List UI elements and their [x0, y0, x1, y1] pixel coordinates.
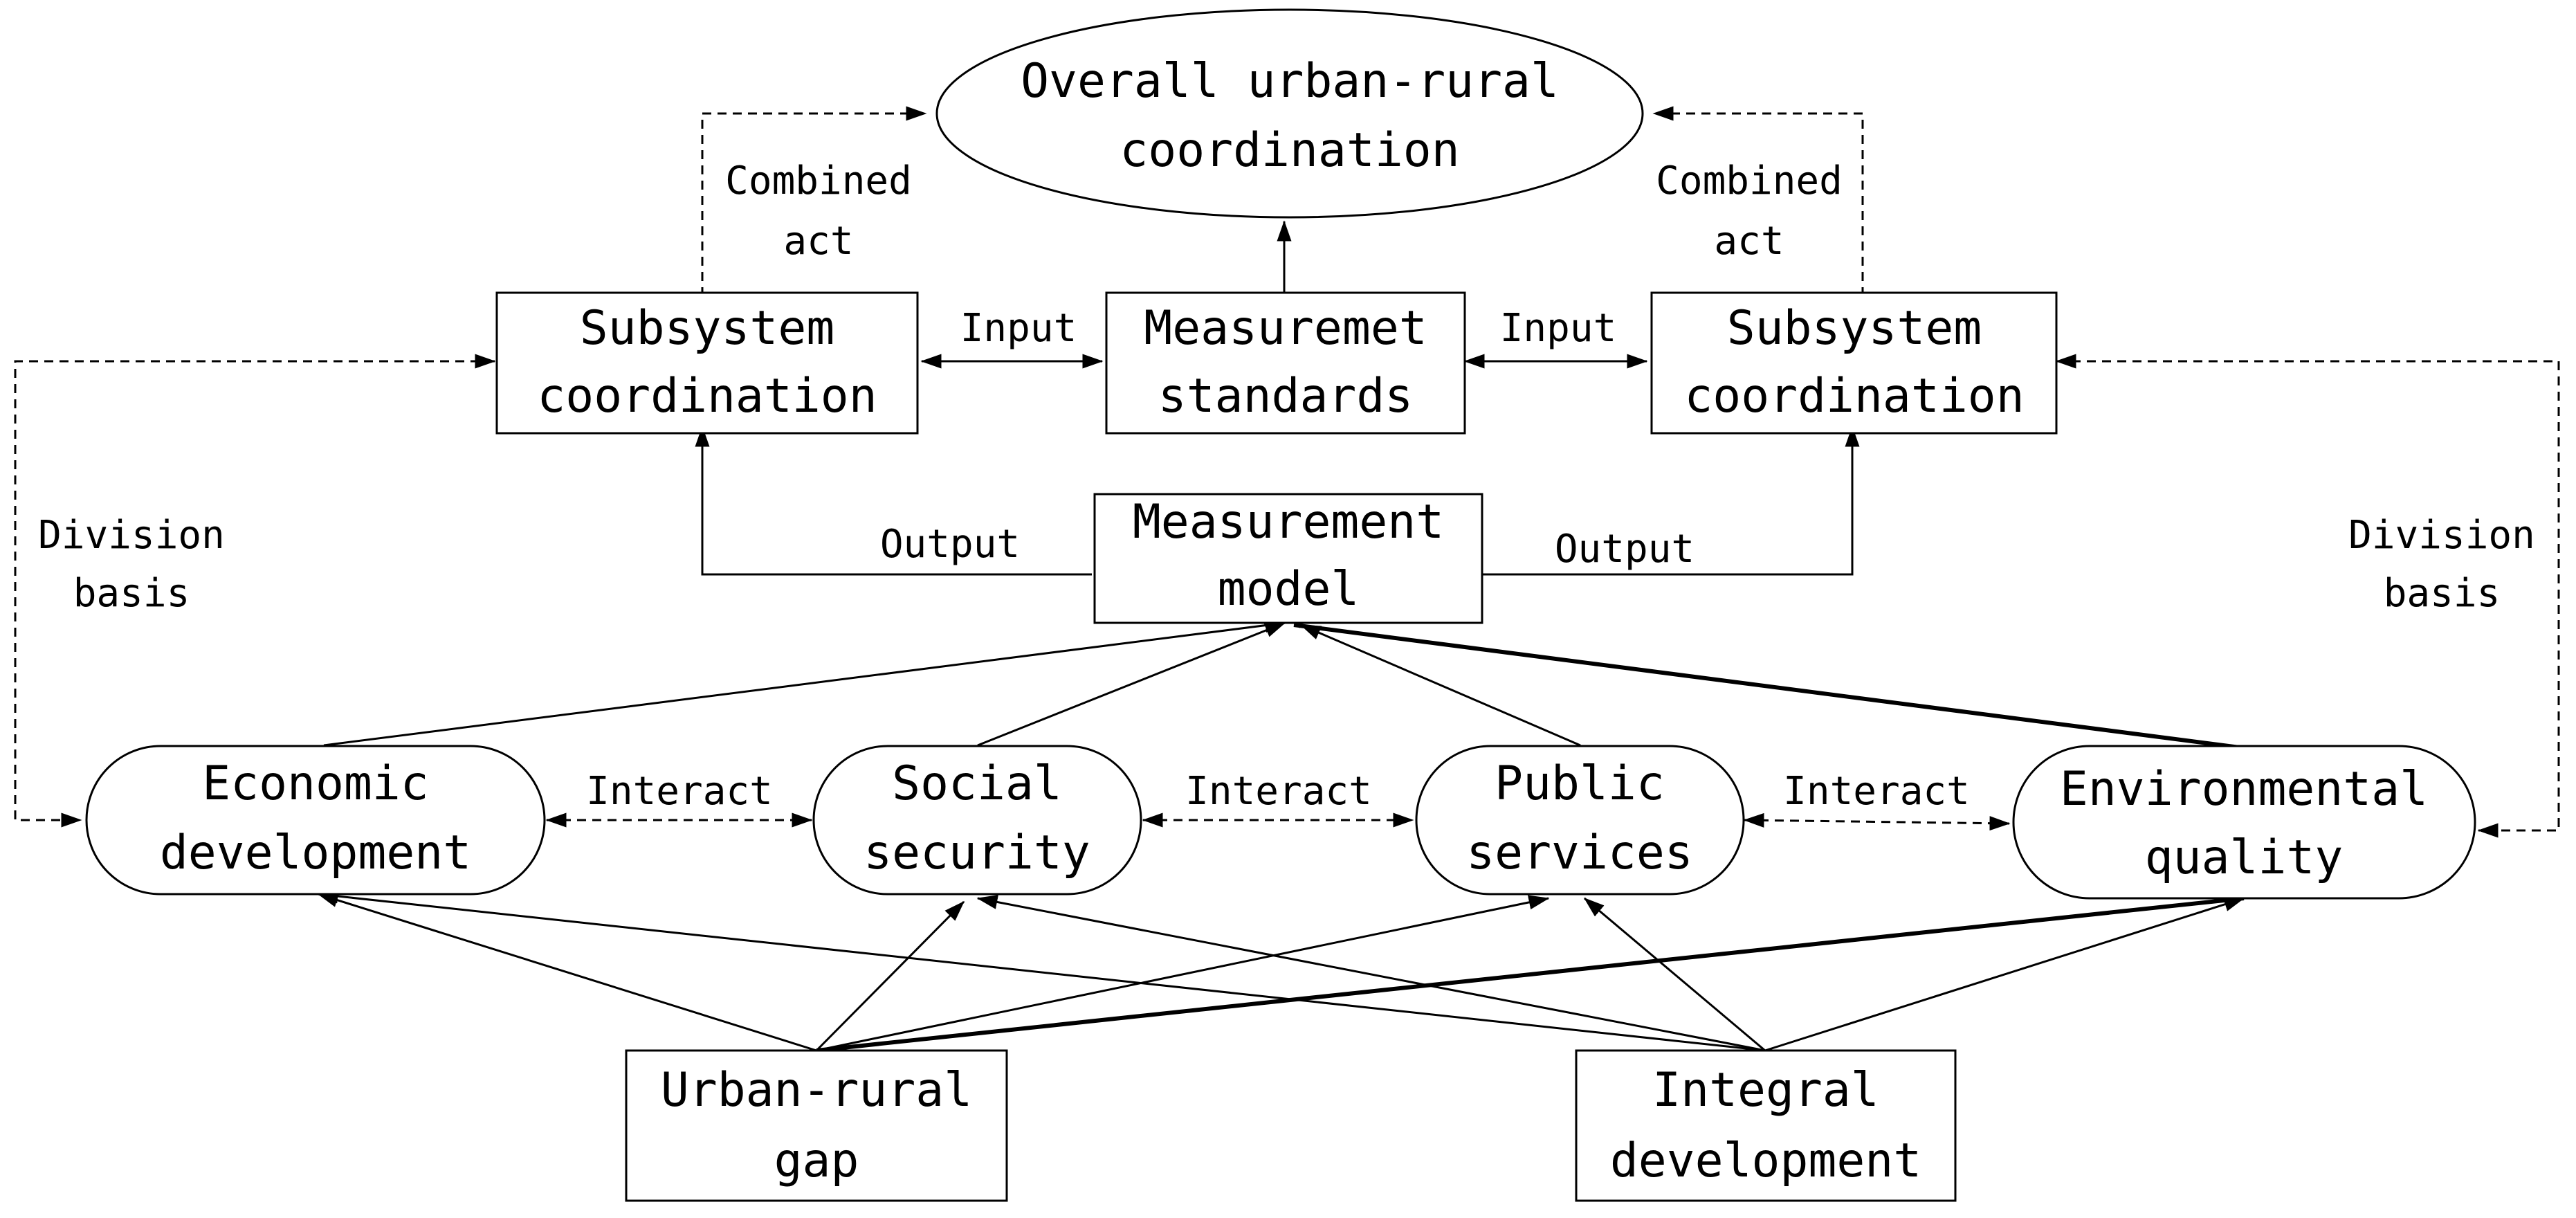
label-input-left: Input — [960, 306, 1077, 351]
label-interact-3: Interact — [1783, 769, 1970, 814]
edge-output-right — [1481, 426, 1860, 576]
edge-subsystem-right-to-overall — [1652, 106, 1864, 296]
label-combined-act-right-line1: Combined — [1656, 158, 1843, 203]
node-integral-development: Integral development — [1575, 1049, 1957, 1202]
edge-gap-to-economic — [317, 893, 817, 1052]
node-social-line1: Social — [892, 756, 1062, 811]
edge-division-basis-right — [2055, 354, 2560, 838]
node-public-services: Public services — [1415, 745, 1745, 896]
node-environmental-line2: quality — [2145, 830, 2344, 885]
edge-interact-3 — [1743, 812, 2011, 831]
node-model-line1: Measurement — [1133, 495, 1444, 549]
node-subsystem-left-line1: Subsystem — [580, 301, 834, 356]
edge-environmental-to-model — [1293, 623, 2251, 751]
label-interact-2: Interact — [1185, 769, 1372, 814]
node-subsystem-right-line2: coordination — [1684, 369, 2024, 424]
label-combined-act-left-line2: act — [783, 219, 853, 264]
edge-integral-to-environmental — [1764, 897, 2245, 1052]
edge-gap-to-social — [815, 900, 965, 1052]
node-economic-line1: Economic — [202, 756, 429, 811]
node-integral-line1: Integral — [1652, 1063, 1879, 1118]
edges — [14, 106, 2560, 1053]
label-input-right: Input — [1500, 306, 1617, 351]
edge-integral-to-social — [976, 895, 1766, 1052]
node-overall-line2: coordination — [1120, 123, 1459, 178]
label-combined-act-right-line2: act — [1714, 219, 1784, 264]
node-measurement-model: Measurement model — [1093, 493, 1483, 624]
edge-subsystem-left-to-overall — [701, 106, 927, 296]
node-urban-rural-gap: Urban-rural gap — [625, 1049, 1008, 1202]
node-social-security: Social security — [812, 745, 1142, 896]
node-subsystem-right-line1: Subsystem — [1727, 301, 1982, 356]
label-interact-1: Interact — [586, 769, 773, 814]
node-public-line1: Public — [1495, 756, 1665, 811]
edge-output-left — [695, 426, 1092, 576]
edge-labels: Combined act Combined act Input Input Ou… — [38, 158, 2535, 814]
edge-economic-to-model — [323, 618, 1286, 747]
node-economic-development: Economic development — [85, 745, 546, 896]
label-division-basis-right-line1: Division — [2348, 513, 2535, 558]
node-economic-line2: development — [160, 826, 471, 880]
label-division-basis-right-line2: basis — [2384, 571, 2501, 616]
edge-integral-to-public — [1583, 897, 1766, 1052]
node-measurement-standards: Measuremet standards — [1105, 291, 1466, 435]
label-output-left: Output — [880, 522, 1020, 567]
node-integral-line2: development — [1610, 1134, 1921, 1188]
label-output-right: Output — [1555, 527, 1695, 572]
node-environmental-quality: Environmental quality — [2012, 745, 2476, 900]
node-standards-line1: Measuremet — [1144, 301, 1427, 356]
node-subsystem-left-line2: coordination — [537, 369, 877, 424]
edge-public-to-model — [1299, 624, 1581, 747]
edge-gap-to-environmental — [816, 896, 2245, 1053]
node-gap-line1: Urban-rural — [661, 1063, 972, 1118]
node-overall-line1: Overall urban-rural — [1021, 54, 1559, 109]
edge-integral-to-economic — [317, 889, 1766, 1052]
node-model-line2: model — [1218, 562, 1360, 617]
node-overall-coordination: Overall urban-rural coordination — [935, 8, 1644, 219]
label-division-basis-left-line2: basis — [73, 571, 190, 616]
edge-gap-to-public — [816, 895, 1550, 1052]
edge-social-to-model — [977, 621, 1286, 747]
node-subsystem-coordination-left: Subsystem coordination — [495, 291, 919, 435]
node-subsystem-coordination-right: Subsystem coordination — [1650, 291, 2058, 435]
node-standards-line2: standards — [1158, 369, 1413, 424]
nodes: Overall urban-rural coordination Subsyst… — [85, 8, 2476, 1202]
node-environmental-line1: Environmental — [2060, 762, 2428, 817]
node-public-line2: services — [1466, 826, 1693, 880]
node-social-line2: security — [864, 826, 1090, 880]
edge-division-basis-left — [14, 354, 496, 828]
label-division-basis-left-line1: Division — [38, 513, 225, 558]
node-gap-line2: gap — [774, 1134, 859, 1188]
label-combined-act-left-line1: Combined — [725, 158, 912, 203]
